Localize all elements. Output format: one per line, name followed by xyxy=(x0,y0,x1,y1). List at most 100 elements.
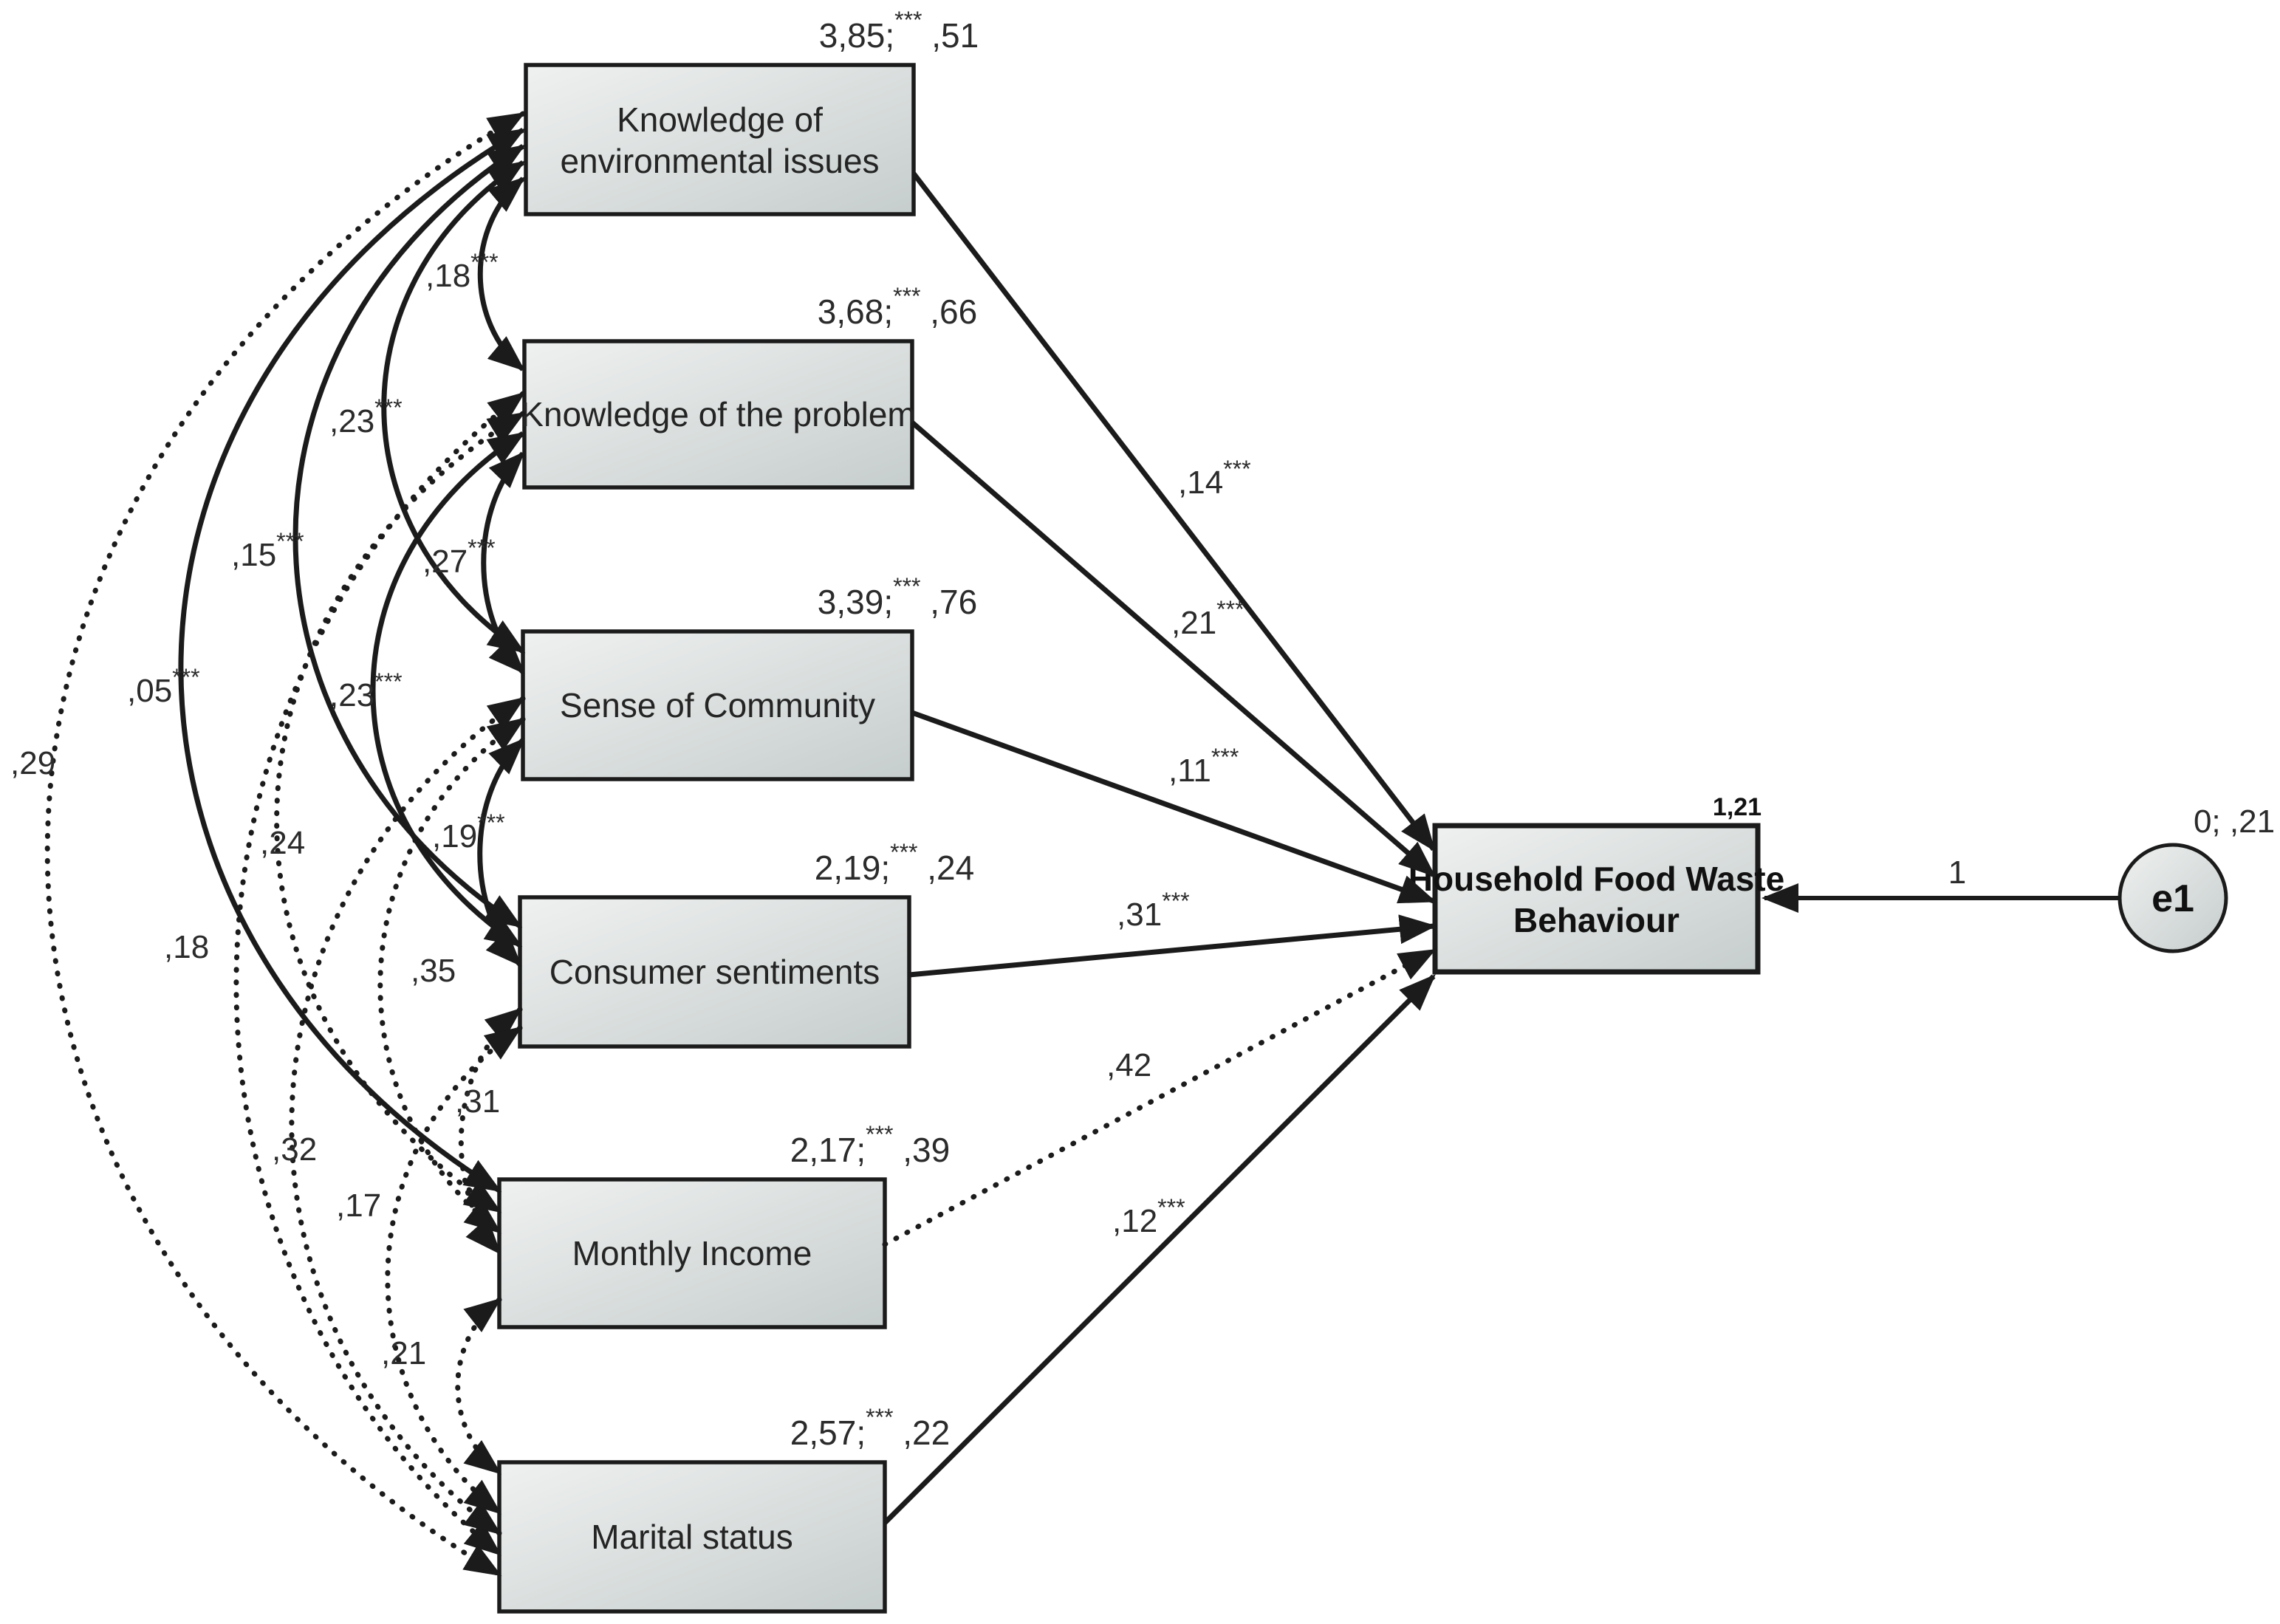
path-label-e1: 1 xyxy=(1948,854,1966,891)
path-label-kp-stars: *** xyxy=(1216,596,1244,623)
covariance-label-kei-ms-value: ,29 xyxy=(10,745,55,781)
covariance-label-kei-soc-value: ,23 xyxy=(329,403,374,439)
path-label-mi-value: ,42 xyxy=(1106,1047,1151,1083)
covariance-soc-mi xyxy=(377,716,526,1235)
covariance-kp-cs xyxy=(370,431,526,948)
covariance-label-soc-cs-value: ,19 xyxy=(432,818,477,854)
box-label-mi: Monthly Income xyxy=(572,1234,812,1272)
covariance-label-kp-mi-value: ,24 xyxy=(260,825,305,861)
covariance-label-kei-mi: ,05*** xyxy=(127,664,200,709)
param-label-hfwb: 1,21 xyxy=(1713,793,1762,821)
param-mean-ms: 2,57; xyxy=(790,1414,866,1452)
path-kei-hfwb xyxy=(911,171,1436,852)
box-kei xyxy=(524,63,916,216)
covariance-label-kei-kp-value: ,18 xyxy=(425,258,470,294)
param-label-ms: 2,57;*** ,22 xyxy=(790,1404,950,1452)
covariance-label-soc-mi-value: ,35 xyxy=(411,953,456,989)
param-stars-mi: *** xyxy=(866,1121,893,1148)
covariance-label-kei-kp-stars: *** xyxy=(470,249,498,275)
covariance-label-kei-ms: ,29 xyxy=(10,745,55,781)
covariance-label-soc-ms: ,32 xyxy=(272,1131,317,1168)
box-mi xyxy=(497,1177,887,1329)
box-soc xyxy=(521,629,914,781)
covariance-label-cs-mi-value: ,31 xyxy=(455,1083,500,1120)
covariance-label-soc-mi: ,35 xyxy=(411,953,456,989)
covariance-label-cs-mi: ,31 xyxy=(455,1083,500,1120)
covariance-label-kp-cs: ,23*** xyxy=(329,668,403,713)
covariance-label-kei-cs-stars: *** xyxy=(276,528,304,555)
param-label-soc: 3,39;*** ,76 xyxy=(818,573,977,621)
path-label-cs: ,31*** xyxy=(1117,888,1190,933)
covariance-label-kei-soc: ,23*** xyxy=(329,394,403,439)
path-label-cs-value: ,31 xyxy=(1117,897,1162,933)
path-mi-hfwb xyxy=(882,948,1437,1247)
param-mean-cs: 2,19; xyxy=(815,849,890,887)
box-kp xyxy=(522,339,914,490)
covariance-label-mi-ms: ,21 xyxy=(381,1335,426,1371)
covariance-label-kei-kp: ,18*** xyxy=(425,249,499,294)
covariance-label-kei-cs-value: ,15 xyxy=(231,537,276,573)
covariance-label-mi-ms-value: ,21 xyxy=(381,1335,426,1371)
param-label-mi: 2,17;*** ,39 xyxy=(790,1121,950,1169)
param-label-kei: 3,85;*** ,51 xyxy=(819,7,979,55)
error-term-e1: e1 0; ,21 xyxy=(2118,804,2275,953)
path-label-soc-value: ,11 xyxy=(1168,753,1211,789)
param-mean-kp: 3,68; xyxy=(818,292,893,331)
path-label-cs-stars: *** xyxy=(1162,888,1189,914)
covariance-label-kp-cs-stars: *** xyxy=(374,668,402,695)
covariance-label-kp-ms: ,18 xyxy=(164,929,209,965)
box-label-soc: Sense of Community xyxy=(560,686,875,724)
path-label-kei-value: ,14 xyxy=(1178,465,1223,501)
covariance-label-kp-soc-value: ,27 xyxy=(422,544,468,580)
param-mean-soc: 3,39; xyxy=(818,583,893,621)
covariance-label-kp-cs-value: ,23 xyxy=(329,677,374,713)
covariance-label-kei-cs: ,15*** xyxy=(231,528,304,573)
param-label-kp: 3,68;*** ,66 xyxy=(818,283,977,331)
param-variance-kp: ,66 xyxy=(920,292,977,331)
path-label-ms: ,12*** xyxy=(1112,1194,1185,1239)
param-mean-mi: 2,17; xyxy=(790,1131,866,1169)
covariance-kei-mi xyxy=(178,127,526,1193)
path-label-kp-value: ,21 xyxy=(1171,605,1216,641)
covariance-label-kei-soc-stars: *** xyxy=(374,394,402,421)
covariance-label-soc-cs-stars: *** xyxy=(477,809,504,836)
param-variance-kei: ,51 xyxy=(922,16,979,55)
box-label-ms: Marital status xyxy=(591,1518,793,1556)
covariance-label-kei-mi-stars: *** xyxy=(172,664,199,691)
param-stars-ms: *** xyxy=(866,1404,893,1431)
param-stars-kei: *** xyxy=(894,7,922,33)
path-label-kei-stars: *** xyxy=(1223,456,1250,482)
path-ms-hfwb xyxy=(883,974,1436,1525)
param-stars-cs: *** xyxy=(890,839,917,866)
covariance-label-kp-soc-stars: *** xyxy=(468,535,495,561)
path-label-soc-stars: *** xyxy=(1211,744,1239,770)
node-soc: Sense of Community 3,39;*** ,76 xyxy=(521,573,977,781)
path-label-soc: ,11*** xyxy=(1168,744,1239,789)
box-cs xyxy=(518,895,911,1049)
covariance-mi-ms xyxy=(455,1297,502,1476)
path-label-kei: ,14*** xyxy=(1178,456,1251,501)
covariance-label-soc-ms-value: ,32 xyxy=(272,1131,317,1168)
path-soc-hfwb xyxy=(911,710,1437,904)
covariance-label-soc-cs: ,19*** xyxy=(432,809,505,854)
error-label-e1: e1 xyxy=(2151,877,2194,920)
node-mi: Monthly Income 2,17;*** ,39 xyxy=(497,1121,950,1329)
path-label-ms-value: ,12 xyxy=(1112,1203,1157,1239)
covariance-kei-soc xyxy=(381,160,526,654)
covariance-label-kp-ms-value: ,18 xyxy=(164,929,209,965)
box-label-hfwb: Behaviour xyxy=(1513,901,1680,939)
param-mean-kei: 3,85; xyxy=(819,16,894,55)
covariance-kei-ms xyxy=(44,111,526,1577)
param-stars-kp: *** xyxy=(893,283,920,309)
box-label-cs: Consumer sentiments xyxy=(550,953,880,991)
param-label-e1: 0; ,21 xyxy=(2194,804,2275,840)
param-variance-soc: ,76 xyxy=(920,583,977,621)
param-stars-soc: *** xyxy=(893,573,920,600)
path-label-mi: ,42 xyxy=(1106,1047,1151,1083)
